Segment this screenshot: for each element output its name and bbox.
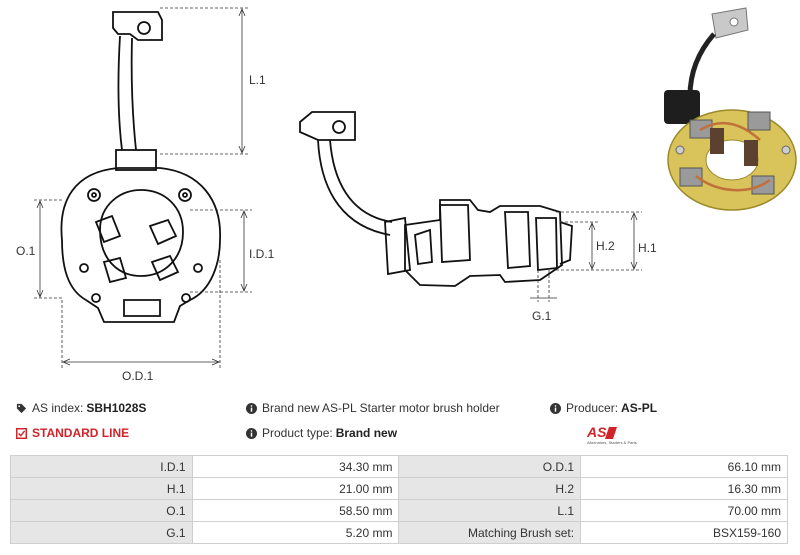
description-row: Brand new AS-PL Starter motor brush hold… [246,401,500,415]
tag-icon [16,403,27,413]
spec-value: 5.20 mm [191,521,400,544]
standard-line-row: STANDARD LINE [16,426,129,440]
spec-label: G.1 [10,521,193,544]
as-index-row: AS index: SBH1028S [16,401,146,415]
spec-value: 70.00 mm [580,499,788,522]
label-g1: G.1 [532,309,552,323]
side-dimensions [530,211,642,302]
side-view [299,111,573,287]
label-l1: L.1 [249,73,266,87]
spec-label: Matching Brush set: [398,521,582,544]
label-id1: I.D.1 [249,247,275,261]
producer-row: Producer: AS-PL [550,401,657,415]
description-text: Brand new AS-PL Starter motor brush hold… [262,401,500,415]
spec-label: O.1 [10,499,193,522]
spec-label: H.1 [10,477,193,500]
table-row: G.1 5.20 mm Matching Brush set: BSX159-1… [10,521,788,544]
info-icon [246,402,257,414]
spec-value: 58.50 mm [191,499,400,522]
table-row: O.1 58.50 mm L.1 70.00 mm [10,499,788,522]
checkbox-checked-icon [16,427,27,439]
spec-label: H.2 [398,477,582,500]
standard-line-label: STANDARD LINE [32,426,130,440]
as-index-label: AS index: [32,401,84,415]
logo-text: AS [586,424,607,440]
spec-value: 34.30 mm [191,455,400,478]
spec-label: I.D.1 [10,455,193,478]
front-view [60,11,221,323]
logo-tagline: Alternators, Starters & Parts [587,440,637,445]
label-od1: O.D.1 [122,369,154,383]
spec-label: O.D.1 [398,455,582,478]
product-type-label: Product type: [262,426,333,440]
label-h1: H.1 [638,241,657,255]
technical-drawing: L.1 O.1 I.D.1 O.D.1 H.2 H.1 G.1 [16,7,797,383]
info-icon [246,427,257,439]
as-index-value: SBH1028S [86,401,147,415]
product-type-row: Product type: Brand new [246,426,397,440]
product-photo [664,7,797,211]
table-row: I.D.1 34.30 mm O.D.1 66.10 mm [10,455,788,478]
as-logo: AS Alternators, Starters & Parts [586,424,637,445]
front-dimensions [34,7,252,370]
producer-value: AS-PL [621,401,658,415]
spec-label: L.1 [398,499,582,522]
table-row: H.1 21.00 mm H.2 16.30 mm [10,477,788,500]
spec-table: I.D.1 34.30 mm O.D.1 66.10 mm H.1 21.00 … [10,455,788,544]
label-h2: H.2 [596,239,615,253]
label-o1: O.1 [16,244,36,258]
spec-value: 16.30 mm [580,477,788,500]
info-icon [550,402,561,414]
spec-value: BSX159-160 [580,521,788,544]
product-type-value: Brand new [335,426,398,440]
producer-label: Producer: [566,401,619,415]
spec-value: 66.10 mm [580,455,788,478]
spec-value: 21.00 mm [191,477,400,500]
